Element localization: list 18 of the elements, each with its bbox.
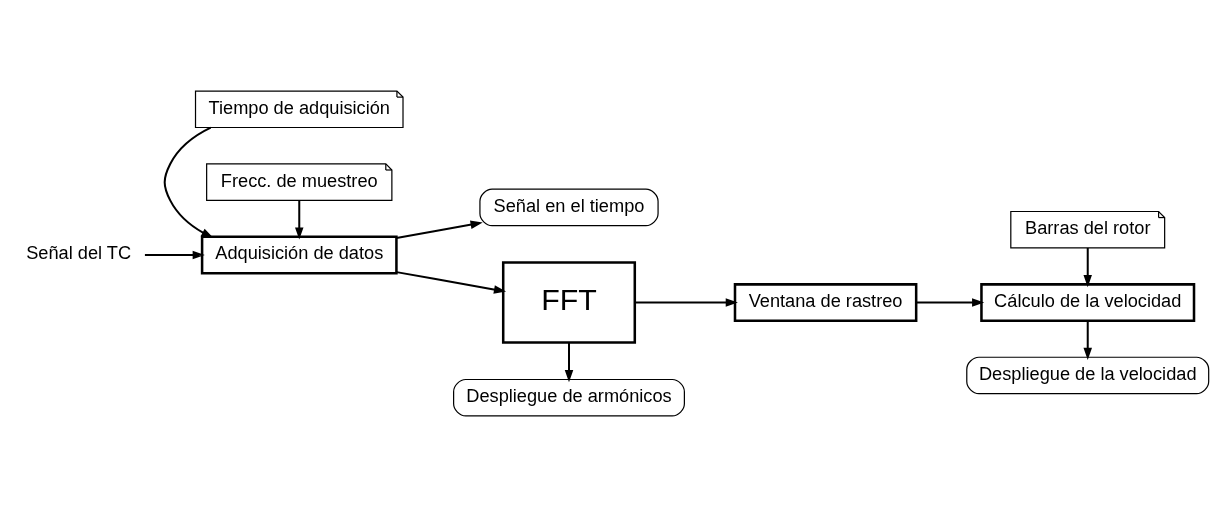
node-box: Adquisición de datos bbox=[200, 235, 398, 274]
node-text: Señal del TC bbox=[26, 242, 132, 263]
arrow bbox=[163, 126, 214, 238]
node-box: FFT bbox=[501, 260, 637, 344]
node-box: Ventana de rastreo bbox=[733, 282, 918, 322]
node-box: Cálculo de la velocidad bbox=[980, 282, 1196, 322]
arrow bbox=[144, 250, 205, 259]
arrow bbox=[1083, 320, 1092, 360]
arrow bbox=[1083, 247, 1092, 287]
node-box: Despliegue de la velocidad bbox=[966, 356, 1210, 394]
node-box: Despliegue de armónicos bbox=[453, 378, 685, 417]
arrow bbox=[634, 297, 738, 307]
node-box: Señal en el tiempo bbox=[479, 188, 659, 226]
arrow bbox=[916, 297, 985, 307]
arrow bbox=[564, 342, 574, 382]
arrow bbox=[396, 270, 507, 294]
arrow bbox=[295, 199, 304, 240]
arrow bbox=[396, 220, 483, 239]
